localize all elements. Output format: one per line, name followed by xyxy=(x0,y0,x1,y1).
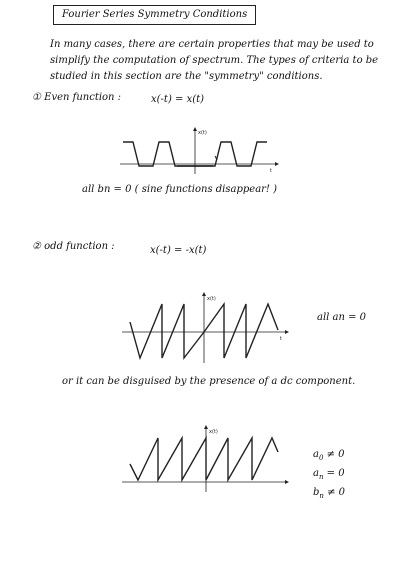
coefficient-a0: a0 ≠ 0 xyxy=(313,449,345,462)
intro-paragraph: In many cases, there are certain propert… xyxy=(50,39,379,82)
odd-waveform xyxy=(129,301,279,361)
x-axis-arrow xyxy=(275,162,279,166)
dc-offset-plot: x(t) xyxy=(122,425,289,492)
page-title: Fourier Series Symmetry Conditions xyxy=(53,5,257,25)
dc-component-note: or it can be disguised by the presence o… xyxy=(62,376,356,387)
odd-function-plot: x(t) t xyxy=(122,292,289,363)
even-function-equation: x(-t) = x(t) xyxy=(151,94,205,105)
x-axis-label: t xyxy=(280,336,282,342)
y-axis-label: x(t) xyxy=(209,429,218,435)
odd-function-equation: x(-t) = -x(t) xyxy=(150,245,207,256)
odd-function-note: all an = 0 xyxy=(317,312,367,323)
y-axis-arrow xyxy=(193,127,197,131)
y-axis-label: x(t) xyxy=(207,296,216,302)
coefficient-list: a0 ≠ 0 an = 0 bn ≠ 0 xyxy=(313,447,345,504)
even-function-label: ① Even function : xyxy=(32,92,122,103)
y-axis-arrow xyxy=(202,292,206,296)
odd-function-label: ② odd function : xyxy=(32,241,115,252)
dc-waveform xyxy=(129,435,279,483)
even-function-note: all bn = 0 ( sine functions disappear! ) xyxy=(82,184,278,195)
even-waveform-tick xyxy=(214,155,218,161)
even-function-plot: x(t) t xyxy=(120,127,279,174)
x-axis-label: t xyxy=(270,168,272,174)
y-axis-label: x(t) xyxy=(198,130,207,136)
x-axis-arrow xyxy=(285,330,289,334)
coefficient-an: an = 0 xyxy=(313,468,345,481)
x-axis-arrow xyxy=(285,480,289,484)
coefficient-bn: bn ≠ 0 xyxy=(313,487,346,500)
y-axis-arrow xyxy=(204,425,208,429)
